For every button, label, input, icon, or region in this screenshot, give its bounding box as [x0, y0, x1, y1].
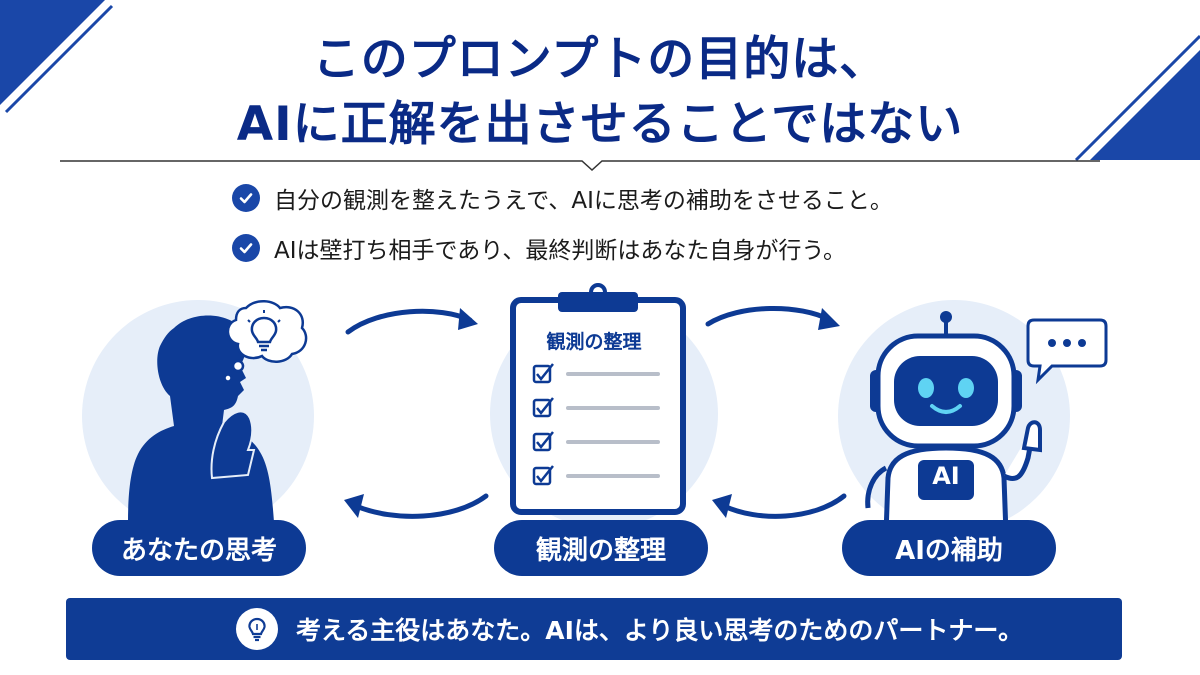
point-item: 自分の観測を整えたうえで、AIに思考の補助をさせること。 [232, 181, 893, 215]
corner-decoration-top-left [0, 0, 114, 114]
corner-decoration-top-right [1074, 34, 1200, 162]
ellipsis-icon [1048, 339, 1086, 347]
you-thinking-label: あなたの思考 [92, 520, 306, 576]
check-circle-icon [232, 184, 260, 212]
observation-label: 観測の整理 [494, 520, 708, 576]
point-text: AIは壁打ち相手であり、最終判断はあなた自身が行う。 [274, 238, 846, 264]
clipboard-icon [510, 283, 686, 515]
point-item: AIは壁打ち相手であり、最終判断はあなた自身が行う。 [232, 231, 846, 265]
lightbulb-icon [247, 310, 281, 352]
arrow-right-icon [705, 306, 840, 330]
page-title-line-1: このプロンプトの目的は、 [312, 32, 888, 87]
arrow-right-icon [345, 308, 478, 335]
title-divider [60, 160, 1100, 172]
check-circle-icon [232, 234, 260, 262]
summary-banner: 考える主役はあなた。AIは、より良い思考のためのパートナー。 [66, 598, 1122, 660]
page-title-line-2: AIに正解を出させることではない [236, 97, 964, 152]
thought-bubble-icon [223, 300, 308, 383]
speech-bubble-icon [1026, 318, 1108, 385]
clipboard-title: 観測の整理 [546, 331, 642, 353]
robot-badge: AI [932, 462, 960, 490]
summary-text: 考える主役はあなた。AIは、より良い思考のためのパートナー。 [296, 616, 1024, 645]
arrow-left-icon [712, 493, 847, 519]
robot-icon [865, 311, 1042, 534]
lightbulb-icon [236, 608, 278, 650]
ai-assist-label: AIの補助 [842, 520, 1056, 576]
arrow-left-icon [344, 493, 489, 519]
point-text: 自分の観測を整えたうえで、AIに思考の補助をさせること。 [274, 188, 893, 214]
